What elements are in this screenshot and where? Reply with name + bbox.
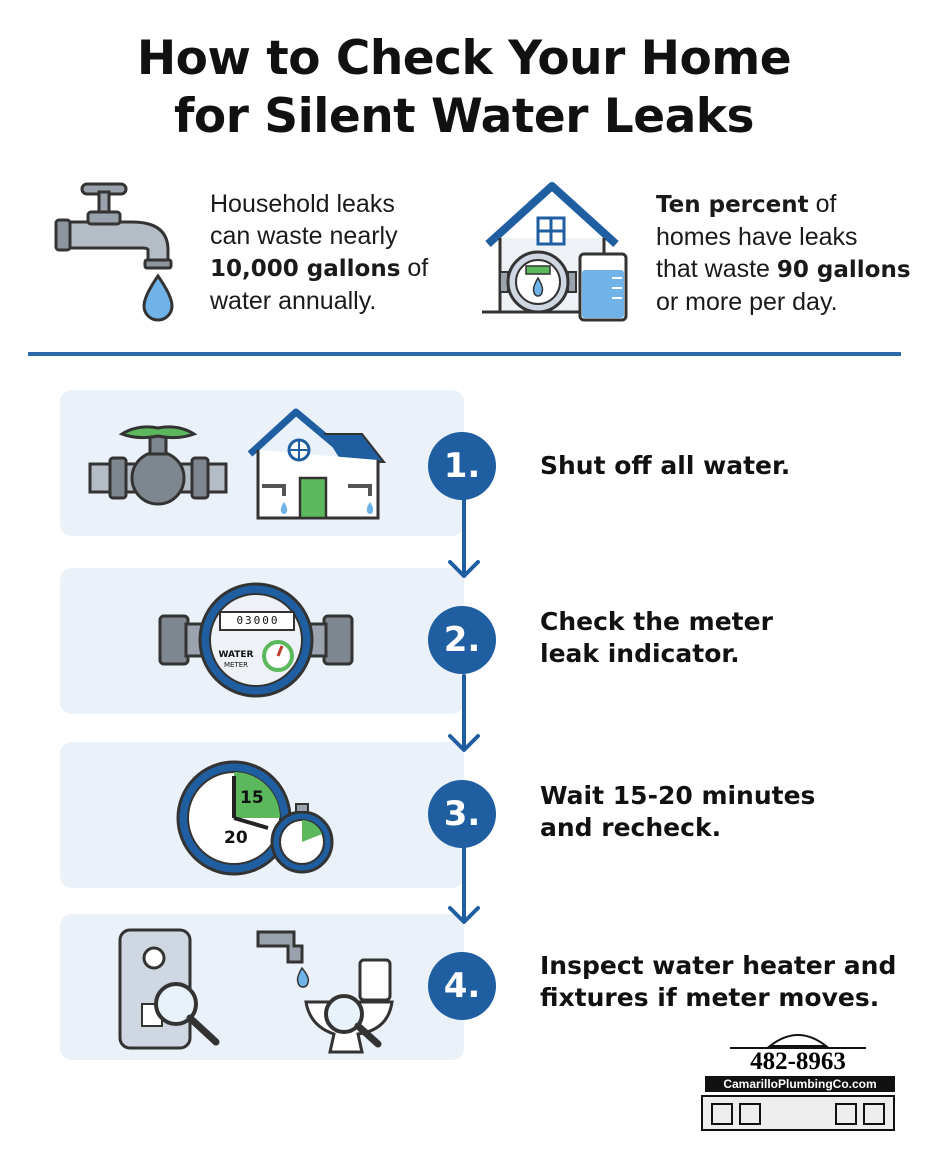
step-4-number: 4. — [428, 952, 496, 1020]
water-heater-magnifier-icon — [118, 928, 220, 1050]
title-line-1: How to Check Your Home — [136, 31, 792, 86]
step-1-text: Shut off all water. — [540, 451, 791, 480]
title-line-2: for Silent Water Leaks — [173, 89, 755, 144]
faucet-toilet-magnifier-icon — [256, 930, 394, 1054]
step-1-number: 1. — [428, 432, 496, 500]
step-3-number: 3. — [428, 780, 496, 848]
faucet-drip-icon — [54, 182, 174, 322]
stat-household-leaks: Household leaks can waste nearly 10,000 … — [210, 190, 429, 315]
shutoff-valve-icon — [88, 425, 228, 506]
section-divider — [28, 352, 901, 356]
step-2-text: Check the meter leak indicator. — [540, 607, 773, 668]
plumbing-company-logo — [701, 1034, 895, 1131]
page-title: How to Check Your Home for Silent Water … — [0, 30, 928, 146]
clock-label-15: 15 — [240, 788, 264, 808]
logo-website: CamarilloPlumbingCo.com — [705, 1076, 895, 1092]
clock-stopwatch-icon — [176, 760, 334, 876]
step-3-text: Wait 15-20 minutes and recheck. — [540, 781, 816, 842]
logo-phone-number: 482-8963 — [750, 1048, 846, 1075]
step-4-text: Inspect water heater and fixtures if met… — [540, 951, 897, 1012]
step-connector-arrows — [448, 494, 480, 924]
clock-label-20: 20 — [224, 828, 248, 848]
house-meter-beaker-icon — [482, 182, 628, 322]
water-meter-icon — [158, 582, 354, 698]
meter-label: WATER METER — [218, 650, 254, 669]
house-faucets-icon — [247, 408, 387, 520]
meter-digits: 03000 — [236, 614, 280, 627]
stat-ten-percent: Ten percent of homes have leaks that was… — [656, 190, 911, 316]
step-2-number: 2. — [428, 606, 496, 674]
